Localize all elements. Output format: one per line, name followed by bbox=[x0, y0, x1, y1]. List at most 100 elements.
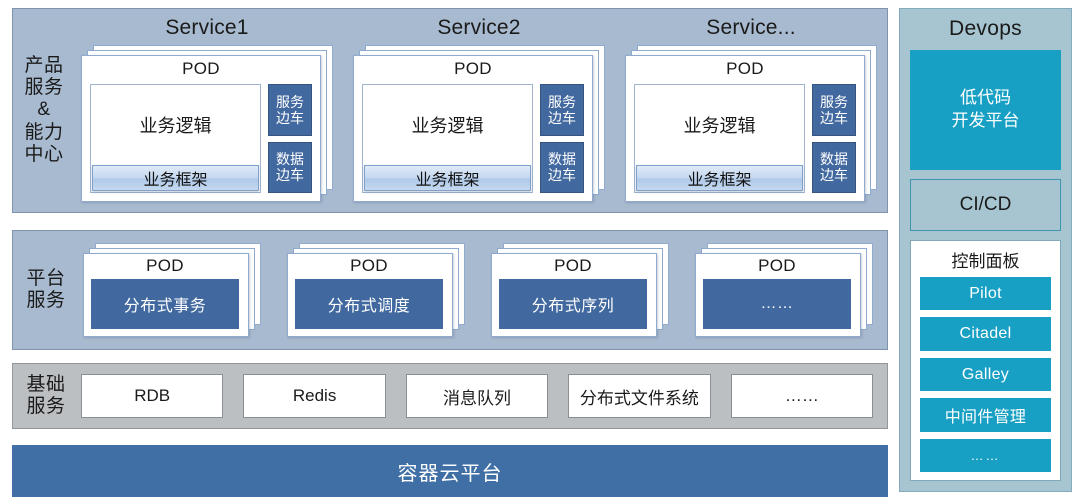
low-code-platform-line-2: 开发平台 bbox=[951, 111, 1020, 130]
low-code-platform-box[interactable]: 低代码 开发平台 bbox=[910, 50, 1061, 170]
band-basic-label: 基础 服务 bbox=[13, 364, 79, 428]
platform-service-box: 分布式事务 bbox=[91, 279, 239, 329]
sidecar-column: 服务 边车 数据 边车 bbox=[540, 84, 584, 193]
data-sidecar-line-2: 边车 bbox=[820, 167, 848, 184]
sidecar-column: 服务 边车 数据 边车 bbox=[812, 84, 856, 193]
platform-pod-column: POD 分布式调度 bbox=[287, 243, 465, 337]
platform-stack: 产品 服务 & 能力 中心 Service1 POD bbox=[12, 8, 888, 497]
sidecar-column: 服务 边车 数据 边车 bbox=[268, 84, 312, 193]
pod-body: 业务逻辑 业务框架 服务 边车 数据 bbox=[90, 84, 312, 193]
platform-pod-card[interactable]: POD 分布式事务 bbox=[83, 253, 247, 337]
pod-stack: POD 业务逻辑 业务框架 服务 边车 bbox=[353, 45, 605, 202]
low-code-platform-line-1: 低代码 bbox=[960, 88, 1011, 108]
pod-card[interactable]: POD 业务逻辑 业务框架 服务 边车 bbox=[353, 55, 593, 202]
band-basic-service: 基础 服务 RDB Redis 消息队列 分布式文件系统 …… bbox=[12, 363, 888, 429]
pod-stack: POD 业务逻辑 业务框架 服务 边车 bbox=[81, 45, 333, 202]
basic-service-item-rdb[interactable]: RDB bbox=[81, 374, 224, 418]
platform-pod-card[interactable]: POD …… bbox=[695, 253, 859, 337]
control-item-more[interactable]: …… bbox=[920, 438, 1051, 473]
pod-card[interactable]: POD 业务逻辑 业务框架 服务 边车 bbox=[81, 55, 321, 202]
business-framework-box: 业务框架 bbox=[364, 165, 531, 191]
service-sidecar-line-2: 边车 bbox=[820, 109, 848, 126]
pod-title: POD bbox=[454, 59, 492, 78]
band-basic-label-line-1: 基础 bbox=[26, 373, 66, 395]
business-logic-box: 业务逻辑 bbox=[411, 116, 484, 136]
band-product-label-line-5: 中心 bbox=[24, 143, 64, 165]
control-panel-title: 控制面板 bbox=[951, 252, 1020, 271]
pod-title: POD bbox=[182, 59, 220, 78]
business-framework-box: 业务框架 bbox=[636, 165, 803, 191]
basic-service-item-redis[interactable]: Redis bbox=[243, 374, 386, 418]
band-product-label-line-3: & bbox=[37, 99, 51, 121]
devops-title: Devops bbox=[948, 17, 1022, 40]
basic-service-item-distributed-file-system[interactable]: 分布式文件系统 bbox=[568, 374, 711, 418]
platform-pod-column: POD 分布式序列 bbox=[491, 243, 669, 337]
platform-pod-columns: POD 分布式事务 POD 分布式调度 bbox=[79, 231, 887, 349]
service-column: Service1 POD 业务逻辑 业务框架 bbox=[81, 15, 333, 202]
pod-main-container: 业务逻辑 业务框架 bbox=[90, 84, 261, 193]
band-platform-label-line-1: 平台 bbox=[26, 267, 66, 289]
pod-title: POD bbox=[146, 256, 184, 275]
control-item-middleware-management[interactable]: 中间件管理 bbox=[920, 398, 1051, 432]
pod-body: 业务逻辑 业务框架 服务 边车 数据 bbox=[362, 84, 584, 193]
band-product-label-line-2: 服务 bbox=[24, 77, 64, 99]
pod-title: POD bbox=[758, 256, 796, 275]
business-logic-box: 业务逻辑 bbox=[683, 116, 756, 136]
cicd-box[interactable]: CI/CD bbox=[910, 179, 1061, 231]
service-sidecar-line-1: 服务 bbox=[548, 93, 576, 110]
platform-pod-column: POD 分布式事务 bbox=[83, 243, 261, 337]
band-product-label-line-1: 产品 bbox=[24, 55, 64, 77]
platform-service-box: 分布式序列 bbox=[499, 279, 647, 329]
service-sidecar-line-2: 边车 bbox=[276, 109, 304, 126]
service-sidecar-box: 服务 边车 bbox=[812, 84, 856, 136]
band-platform-label: 平台 服务 bbox=[13, 231, 79, 349]
service-sidecar-line-2: 边车 bbox=[548, 109, 576, 126]
data-sidecar-box: 数据 边车 bbox=[268, 141, 312, 193]
service-title: Service2 bbox=[437, 16, 521, 39]
service-title: Service... bbox=[706, 16, 796, 39]
platform-pod-card[interactable]: POD 分布式调度 bbox=[287, 253, 451, 337]
service-sidecar-box: 服务 边车 bbox=[540, 84, 584, 136]
devops-panel: Devops 低代码 开发平台 CI/CD 控制面板 Pilot Citadel… bbox=[899, 8, 1072, 492]
control-item-galley[interactable]: Galley bbox=[920, 357, 1051, 392]
pod-title: POD bbox=[554, 256, 592, 275]
platform-pod-card[interactable]: POD 分布式序列 bbox=[491, 253, 655, 337]
band-platform-label-line-2: 服务 bbox=[26, 290, 66, 311]
basic-service-item-message-queue[interactable]: 消息队列 bbox=[405, 374, 549, 418]
pod-main-container: 业务逻辑 业务框架 bbox=[362, 84, 533, 193]
platform-service-box: 分布式调度 bbox=[295, 279, 443, 329]
data-sidecar-line-1: 数据 bbox=[548, 151, 576, 168]
band-product-service: 产品 服务 & 能力 中心 Service1 POD bbox=[12, 8, 888, 213]
service-sidecar-box: 服务 边车 bbox=[268, 84, 312, 136]
pod-card[interactable]: POD 业务逻辑 业务框架 服务 边车 bbox=[625, 55, 865, 202]
service-title: Service1 bbox=[165, 16, 249, 39]
platform-service-box: …… bbox=[703, 279, 851, 329]
data-sidecar-line-1: 数据 bbox=[820, 151, 848, 168]
service-column: Service... POD 业务逻辑 业务框架 bbox=[625, 15, 877, 202]
pod-stack: POD 业务逻辑 业务框架 服务 边车 bbox=[625, 45, 877, 202]
data-sidecar-line-2: 边车 bbox=[548, 167, 576, 184]
band-product-label-line-4: 能力 bbox=[24, 121, 64, 143]
control-panel-items: Pilot Citadel Galley 中间件管理 …… bbox=[920, 277, 1051, 473]
pod-title: POD bbox=[350, 256, 388, 275]
band-platform-service: 平台 服务 POD 分布式事务 bbox=[12, 230, 888, 350]
control-panel: 控制面板 Pilot Citadel Galley 中间件管理 …… bbox=[910, 240, 1061, 481]
platform-pod-column: POD …… bbox=[695, 243, 873, 337]
basic-service-item-more[interactable]: …… bbox=[730, 374, 874, 418]
band-basic-label-line-2: 服务 bbox=[26, 396, 66, 417]
data-sidecar-line-1: 数据 bbox=[276, 151, 304, 168]
pod-title: POD bbox=[726, 59, 764, 78]
control-item-pilot[interactable]: Pilot bbox=[920, 277, 1051, 311]
pod-body: 业务逻辑 业务框架 服务 边车 数据 bbox=[634, 84, 856, 193]
service-sidecar-line-1: 服务 bbox=[276, 93, 304, 110]
business-framework-box: 业务框架 bbox=[92, 165, 259, 191]
business-logic-box: 业务逻辑 bbox=[139, 116, 212, 136]
pod-main-container: 业务逻辑 业务框架 bbox=[634, 84, 805, 193]
basic-service-items: RDB Redis 消息队列 分布式文件系统 …… bbox=[79, 364, 887, 428]
data-sidecar-box: 数据 边车 bbox=[540, 141, 584, 193]
service-columns: Service1 POD 业务逻辑 业务框架 bbox=[75, 9, 887, 212]
data-sidecar-box: 数据 边车 bbox=[812, 141, 856, 193]
band-product-label: 产品 服务 & 能力 中心 bbox=[13, 9, 75, 212]
control-item-citadel[interactable]: Citadel bbox=[920, 317, 1051, 351]
